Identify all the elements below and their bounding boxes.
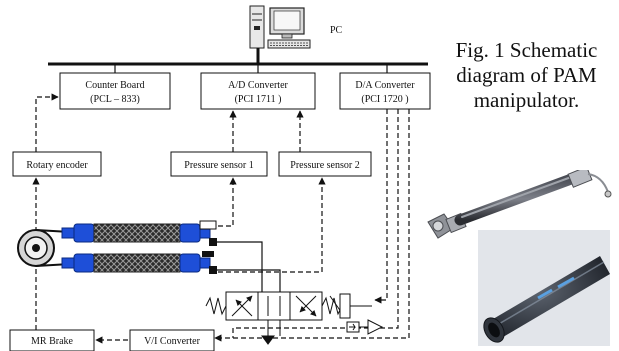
counter-board-model: (PCL – 833): [90, 94, 140, 105]
lower-pam-muscle: [61, 251, 217, 274]
caption-line-2: diagram of PAM: [456, 63, 597, 87]
rotary-encoder-box: Rotary encoder: [12, 151, 102, 177]
pc-label: PC: [330, 25, 343, 36]
ad-converter-box: A/D Converter (PCI 1711 ): [200, 72, 316, 110]
ad-converter-model: (PCI 1711 ): [235, 94, 282, 105]
counter-board-box: Counter Board (PCL – 833): [59, 72, 171, 110]
braided-hose-photo: [478, 230, 610, 346]
mr-brake-label: MR Brake: [31, 336, 74, 347]
pressure-sensor-2-box: Pressure sensor 2: [278, 151, 372, 177]
vi-converter-label: V/I Converter: [144, 336, 200, 347]
signal-connections: [32, 93, 410, 344]
counter-board-title: Counter Board: [85, 80, 144, 91]
vi-converter-box: V/I Converter: [129, 329, 215, 351]
air-lines: [217, 241, 281, 292]
mr-brake-box: MR Brake: [9, 329, 95, 351]
da-converter-title: D/A Converter: [355, 80, 415, 91]
pressure-sensor-2-label: Pressure sensor 2: [290, 160, 359, 171]
pc-computer-icon: [249, 5, 311, 49]
caption-line-3: manipulator.: [473, 88, 580, 112]
caption-line-1: Fig. 1 Schematic: [455, 38, 598, 62]
ad-converter-title: A/D Converter: [228, 80, 288, 91]
proportional-valve-icon: [205, 291, 351, 345]
da-converter-model: (PCI 1720 ): [361, 94, 408, 105]
valve-driver-icon: [346, 305, 384, 335]
pressure-sensor-1-box: Pressure sensor 1: [170, 151, 268, 177]
pressure-sensor-1-label: Pressure sensor 1: [184, 160, 253, 171]
da-converter-box: D/A Converter (PCI 1720 ): [339, 72, 431, 110]
upper-pam-muscle: [61, 220, 217, 246]
rotary-encoder-label: Rotary encoder: [26, 160, 88, 171]
figure-caption: Fig. 1 Schematic diagram of PAM manipula…: [434, 38, 619, 113]
